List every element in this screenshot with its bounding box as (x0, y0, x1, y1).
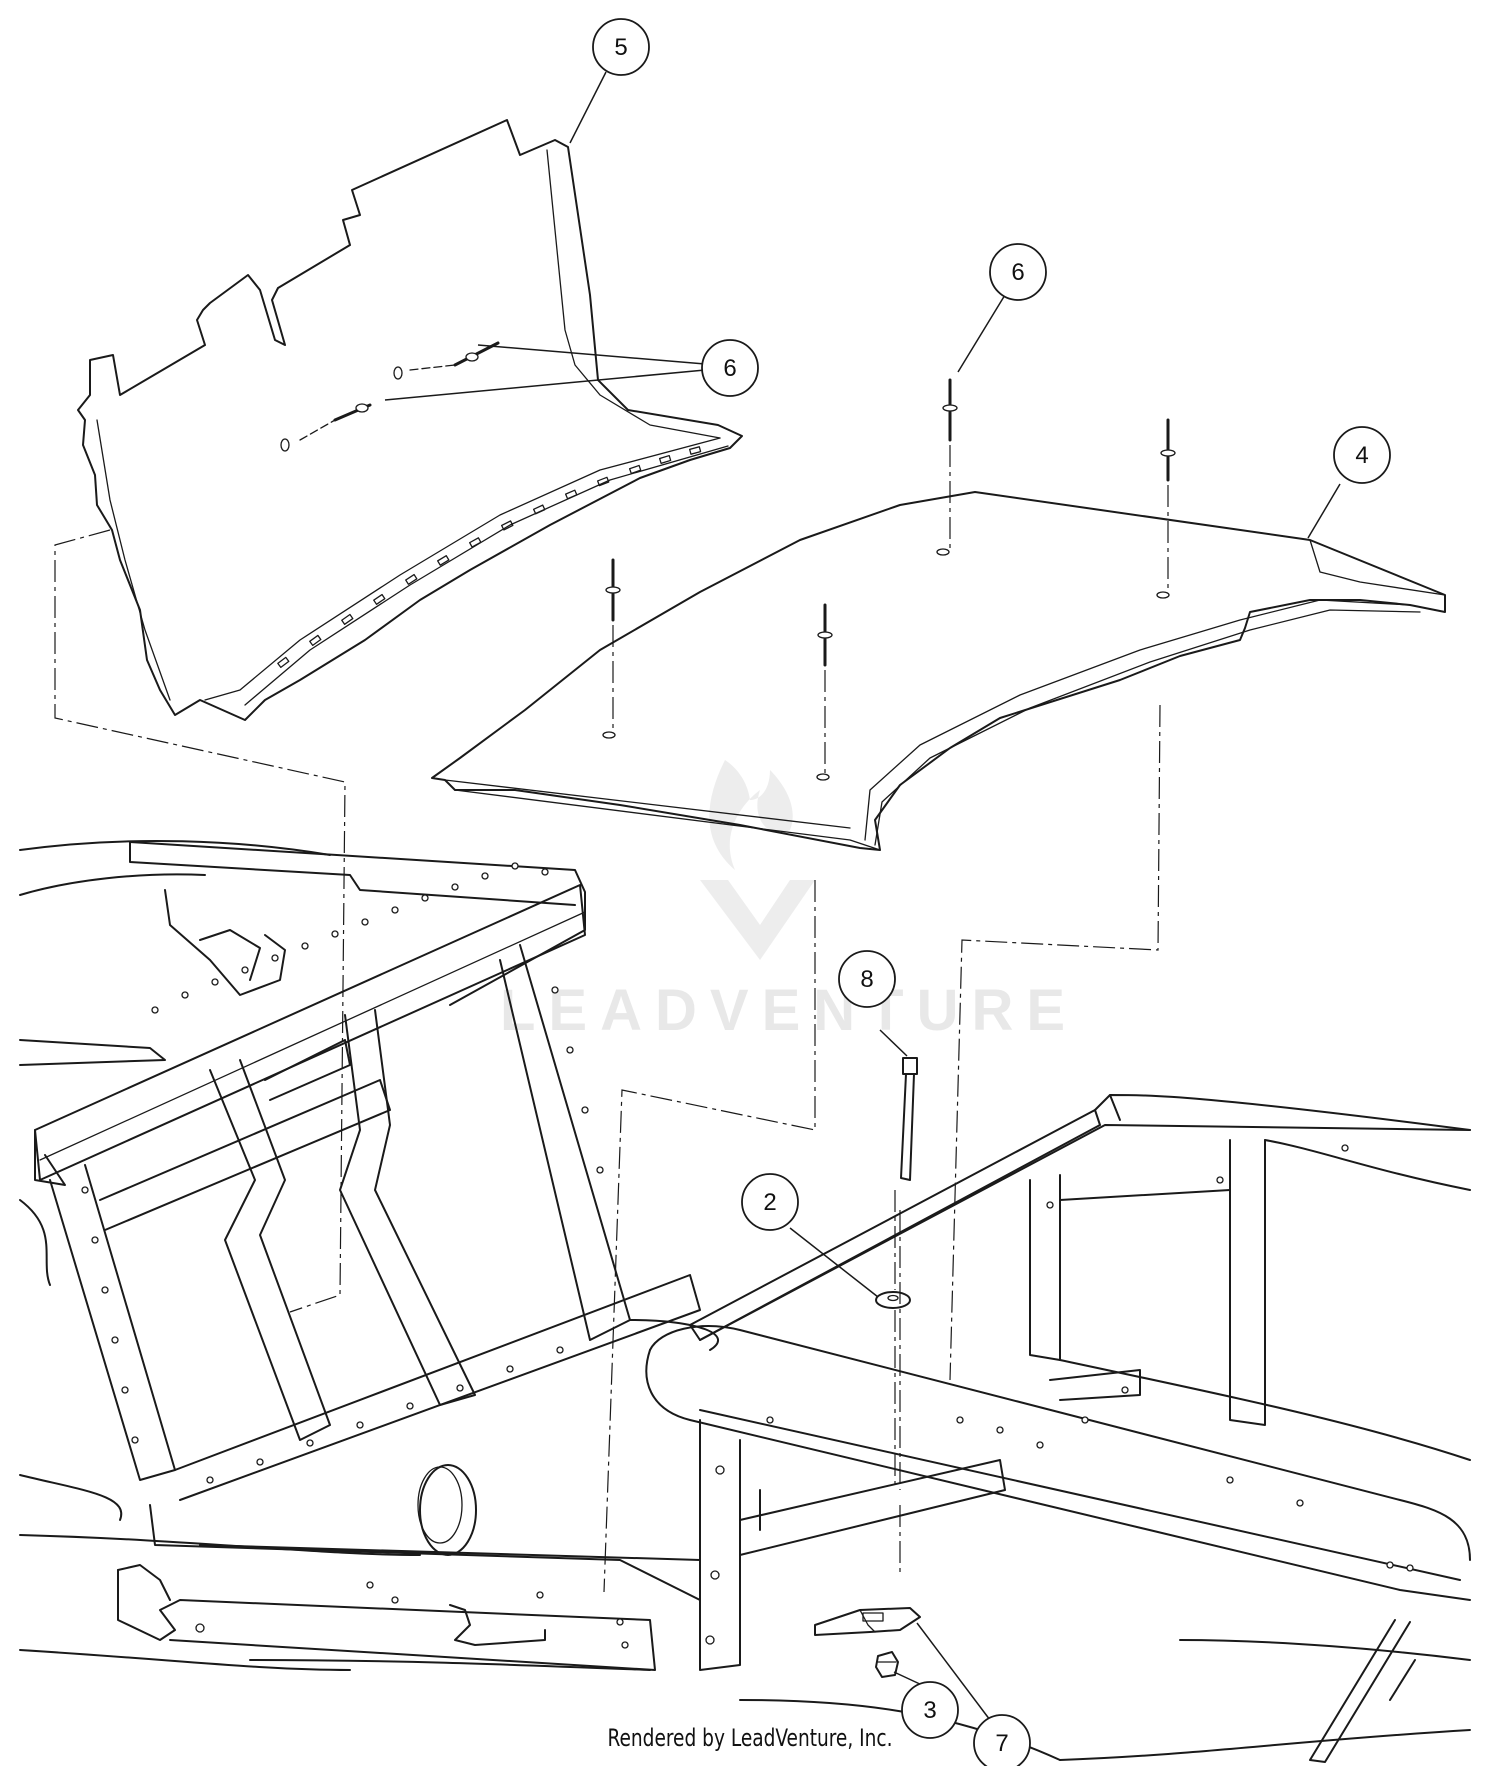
part-8-bolt (900, 1057, 918, 1181)
callout-4: 4 (1333, 426, 1391, 484)
part-6-rivets-panel (280, 341, 500, 452)
leadventure-watermark: LEADVENTURE (500, 760, 1078, 1043)
part-2-washer (875, 1291, 911, 1309)
callout-2: 2 (741, 1173, 799, 1231)
frame-holes-left (81, 862, 629, 1649)
svg-text:4: 4 (1355, 442, 1368, 469)
svg-text:5: 5 (614, 34, 627, 61)
callout-6-panel: 6 (701, 339, 759, 397)
part-4-cargo-cover (431, 491, 1446, 851)
part-5-rear-panel (77, 119, 743, 721)
svg-text:6: 6 (723, 355, 736, 382)
svg-text:2: 2 (763, 1189, 776, 1216)
svg-text:7: 7 (995, 1730, 1008, 1757)
alignment-lines (54, 529, 1161, 1593)
vehicle-frame-right (645, 1094, 1471, 1763)
callout-8: 8 (838, 950, 896, 1008)
part-3-flange-nut (875, 1651, 899, 1678)
callout-6-cover: 6 (989, 243, 1047, 301)
callout-3: 3 (901, 1681, 959, 1739)
render-credit-footer: Rendered by LeadVenture, Inc. (607, 1724, 893, 1752)
callout-7: 7 (973, 1714, 1031, 1771)
part-6-rivets-cover (605, 378, 1176, 775)
frame-holes-right (705, 1144, 1414, 1645)
leader-lines (384, 71, 1341, 1721)
part-7-clip-nut (814, 1607, 921, 1636)
watermark-text: LEADVENTURE (500, 978, 1078, 1043)
vehicle-frame-left (19, 839, 719, 1671)
panel-slots (277, 446, 702, 669)
svg-text:6: 6 (1011, 259, 1024, 286)
svg-text:3: 3 (923, 1697, 936, 1724)
callout-5: 5 (592, 18, 650, 76)
svg-text:8: 8 (860, 966, 873, 993)
